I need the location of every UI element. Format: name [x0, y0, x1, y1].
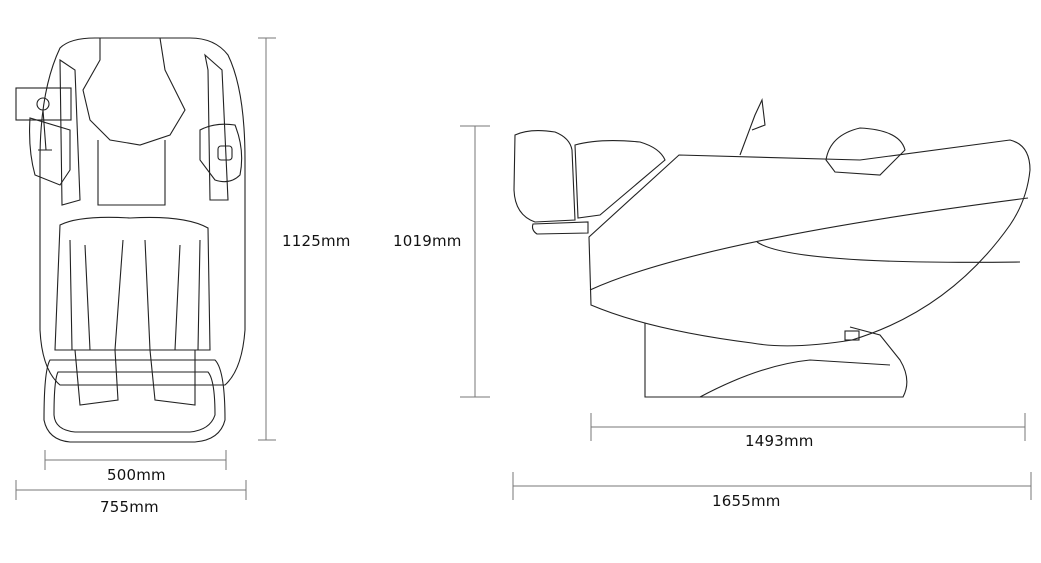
front-inner-width-label: 500mm [107, 466, 166, 484]
front-outer-width-label: 755mm [100, 498, 159, 516]
front-view-chair [15, 37, 246, 443]
side-dimension-lines [460, 125, 1032, 500]
side-view-chair [513, 98, 1031, 398]
side-base-length-label: 1493mm [745, 432, 814, 450]
side-total-length-label: 1655mm [712, 492, 781, 510]
side-height-label: 1019mm [393, 232, 462, 250]
front-dimension-lines [15, 37, 276, 500]
front-height-label: 1125mm [282, 232, 351, 250]
